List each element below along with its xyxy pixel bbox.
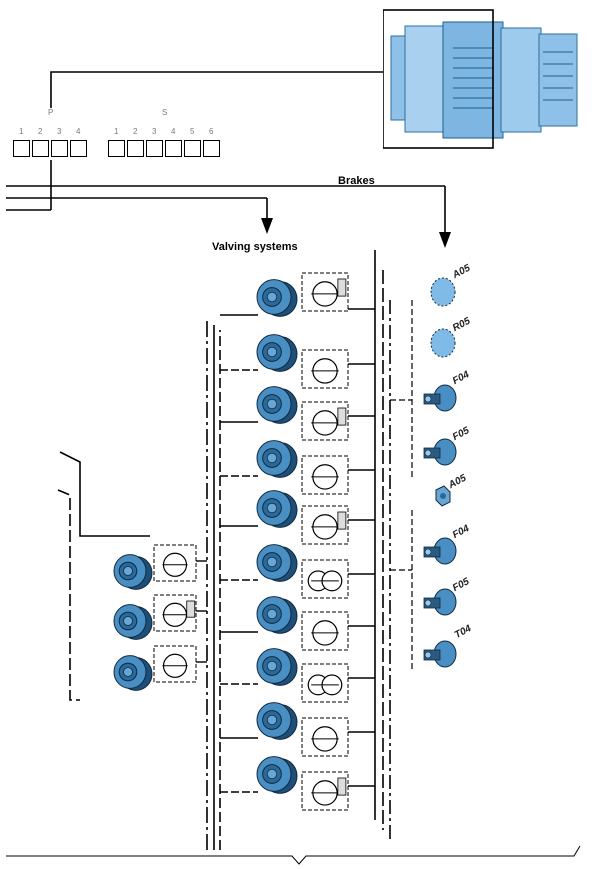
valving-schematic [301, 611, 349, 651]
valving-schematic [153, 544, 197, 582]
valving-schematic [301, 455, 349, 495]
valving-housing [256, 386, 298, 424]
valving-schematic [301, 559, 349, 599]
s-position-label: 5 [190, 127, 195, 136]
valving-schematic [301, 401, 349, 441]
brake-part [435, 485, 451, 507]
valving-systems-title: Valving systems [212, 241, 298, 253]
brake-part [423, 537, 457, 565]
valving-housing [256, 702, 298, 740]
valving-housing [113, 655, 153, 691]
valving-housing [256, 756, 298, 794]
valving-schematic [301, 717, 349, 757]
s-group-label: S [162, 108, 168, 117]
valving-housing [256, 334, 298, 372]
s-position-box [203, 140, 220, 157]
valving-housing [256, 648, 298, 686]
valving-schematic [301, 663, 349, 703]
valving-schematic [301, 349, 349, 389]
s-position-label: 1 [114, 127, 119, 136]
s-position-box [108, 140, 125, 157]
valving-schematic [153, 594, 197, 632]
valving-housing [256, 279, 298, 317]
s-position-box [184, 140, 201, 157]
brakes-title: Brakes [338, 175, 375, 187]
brake-part [423, 384, 457, 412]
s-position-box [165, 140, 182, 157]
s-position-box [146, 140, 163, 157]
s-position-label: 2 [133, 127, 138, 136]
p-group-label: P [48, 108, 54, 117]
motor-cutaway-image [383, 9, 578, 149]
brake-part [423, 588, 457, 616]
brake-part [430, 277, 456, 307]
s-position-label: 6 [209, 127, 214, 136]
s-position-label: 4 [171, 127, 176, 136]
p-position-box [70, 140, 87, 157]
p-position-label: 3 [57, 127, 62, 136]
valving-housing [256, 596, 298, 634]
p-position-box [32, 140, 49, 157]
valving-housing [256, 490, 298, 528]
brake-part [430, 328, 456, 358]
valving-schematic [301, 505, 349, 545]
p-position-box [51, 140, 68, 157]
brake-part [423, 640, 457, 668]
brake-part [423, 438, 457, 466]
valving-housing [113, 604, 153, 640]
p-position-label: 1 [19, 127, 24, 136]
valving-housing [256, 544, 298, 582]
valving-housing [256, 440, 298, 478]
p-position-label: 4 [76, 127, 81, 136]
valving-schematic [301, 771, 349, 811]
valving-housing [113, 554, 153, 590]
valving-schematic [301, 272, 349, 312]
valving-schematic [153, 645, 197, 683]
p-position-label: 2 [38, 127, 43, 136]
s-position-box [127, 140, 144, 157]
p-position-box [13, 140, 30, 157]
s-position-label: 3 [152, 127, 157, 136]
